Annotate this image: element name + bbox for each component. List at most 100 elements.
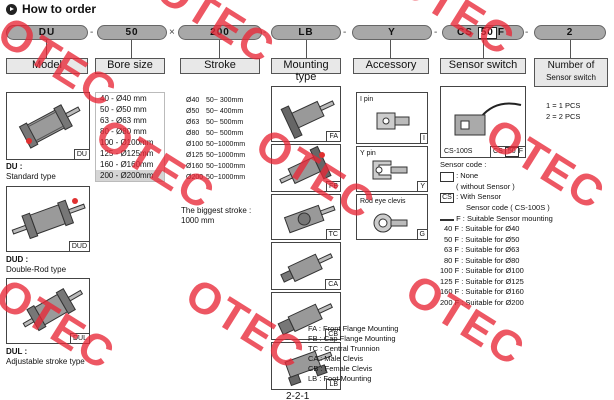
- accessory-label: Rod eye clevis: [360, 198, 406, 205]
- model-desc: Adjustable stroke type: [6, 357, 85, 366]
- legend-item: FA : Front Flange Mounting: [308, 324, 399, 333]
- empty-box-icon: [440, 171, 454, 182]
- sensor-size-item: 80 F : Suitable for Ø80: [444, 255, 520, 265]
- connector-line: [570, 40, 571, 58]
- number-option: 2 = 2 PCS: [546, 111, 581, 121]
- sensor-none-text: : None: [456, 170, 479, 180]
- stroke-list: Ø40 50~ 300mm Ø50 50~ 400mm Ø63 50~ 500mm Ø…: [186, 95, 245, 183]
- title-text: How to order: [22, 2, 96, 16]
- sensor-size-item: 63 F : Suitable for Ø63: [444, 245, 520, 254]
- model-name: DU :: [6, 162, 23, 171]
- model-desc: Standard type: [6, 172, 56, 181]
- stroke-bore: Ø63: [186, 119, 200, 126]
- stroke-range: 50~1000mm: [206, 152, 246, 159]
- code-sensor-suffix: F: [497, 27, 505, 38]
- model-tag: DU: [73, 149, 89, 159]
- mount-image-tc: TC: [271, 194, 341, 240]
- stroke-note-line1: The biggest stroke :: [181, 206, 252, 215]
- header-stroke: Stroke: [180, 58, 260, 74]
- bore-option: 125 - Ø125mm: [100, 149, 154, 158]
- front-flange-icon: [280, 100, 335, 140]
- stroke-bore: Ø50: [186, 108, 200, 115]
- number-options: 1 = 1 PCS 2 = 2 PCS: [546, 101, 580, 122]
- stroke-bore: Ø40: [186, 97, 200, 104]
- play-circle-icon: [6, 3, 17, 15]
- sensor-size-item: 50 F : Suitable for Ø50: [444, 234, 520, 244]
- stroke-range: 50~ 500mm: [206, 130, 244, 137]
- header-number-line1: Number of: [547, 60, 595, 71]
- mount-tag: CB: [325, 329, 340, 339]
- stroke-bore: Ø160: [186, 163, 204, 170]
- male-clevis-icon: [280, 253, 333, 283]
- mount-legend: FA : Front Flange Mounting FB : Cap Flan…: [308, 324, 398, 384]
- sensor-size-item: 125 F : Suitable for Ø125: [440, 276, 524, 286]
- female-clevis-icon: [277, 303, 333, 336]
- legend-item: TC : Central Trunnion: [308, 344, 380, 353]
- stroke-range: 50~ 500mm: [206, 119, 244, 126]
- stroke-row: Ø50 50~ 400mm: [186, 106, 245, 117]
- connector-line: [306, 40, 307, 58]
- empty-box-icon: [440, 218, 454, 221]
- code-separator: -: [343, 27, 347, 38]
- bore-option: 50 - Ø50 mm: [100, 105, 147, 114]
- sensor-tag-suffix: F: [518, 148, 523, 155]
- bore-option: 160 - Ø160mm: [100, 160, 154, 169]
- header-accessory: Accessory: [353, 58, 429, 74]
- mount-tag: LB: [326, 379, 340, 389]
- sensor-f-desc: : Suitable Sensor mounting: [462, 213, 553, 223]
- mount-tag: FB: [326, 181, 340, 191]
- sensor-with-text: : With Sensor: [456, 192, 502, 201]
- connector-line: [219, 40, 220, 58]
- foot-mounting-icon: [284, 350, 333, 387]
- stroke-note: The biggest stroke : 1000 mm: [181, 206, 251, 226]
- model-tag: DUD: [68, 241, 89, 251]
- accessory-tag: Y: [417, 181, 427, 191]
- sensor-code-with: CS : With Sensor: [440, 192, 610, 203]
- accessory-y-pin: Y pin Y: [356, 146, 428, 192]
- sensor-size-item: 160 F : Suitable for Ø160: [440, 287, 524, 296]
- y-pin-icon: [372, 160, 408, 180]
- number-option: 1 = 1 PCS: [546, 101, 581, 110]
- header-sensor: Sensor switch: [440, 58, 526, 74]
- sensor-code-none: : None: [440, 171, 610, 182]
- mount-image-lb: LB: [271, 342, 341, 390]
- code-separator: -: [525, 27, 529, 38]
- sensor-f-suffix: F: [456, 213, 461, 223]
- model-name: DUD :: [6, 255, 29, 264]
- bore-list: 40 - Ø40 mm 50 - Ø50 mm 63 - Ø63 mm 80 -…: [95, 92, 165, 182]
- code-accessory: Y: [352, 25, 432, 40]
- model-caption-du: DU : Standard type: [6, 162, 56, 182]
- page-number: 2-2-1: [286, 391, 310, 400]
- header-number: Number of Sensor switch: [534, 58, 608, 87]
- cylinder-du-icon: [18, 104, 81, 149]
- stroke-range: 50~ 300mm: [206, 97, 244, 104]
- accessory-label: I pin: [360, 96, 374, 103]
- sensor-size-item: 40 F : Suitable for Ø40: [444, 224, 520, 233]
- code-separator: -: [90, 27, 94, 38]
- accessory-tag: G: [416, 229, 427, 239]
- sensor-tag-prefix: CS: [493, 148, 503, 155]
- cylinder-dud-icon: [11, 198, 86, 240]
- mount-image-cb: CB: [271, 292, 341, 340]
- stroke-row: Ø80 50~ 500mm: [186, 128, 245, 139]
- code-number: 2: [534, 25, 606, 40]
- code-sensor-box: 50: [477, 27, 497, 39]
- sensor-cs-box: CS: [440, 193, 454, 203]
- mount-image-ca: CA: [271, 242, 341, 290]
- stroke-range: 50~ 400mm: [206, 108, 244, 115]
- header-mounting: Mounting type: [271, 58, 341, 83]
- accessory-i-pin: I pin I: [356, 92, 428, 144]
- mount-tag: TC: [325, 229, 340, 239]
- stroke-range: 50~1000mm: [206, 163, 246, 170]
- section-title: How to order: [6, 2, 96, 16]
- code-separator: ×: [169, 27, 175, 38]
- legend-item: FB : Cap Flange Mounting: [308, 334, 396, 343]
- header-bore: Bore size: [95, 58, 165, 74]
- sensor-with-sub: Sensor code ( CS-100S ): [466, 203, 550, 212]
- sensor-none-sub: ( without Sensor ): [456, 181, 515, 191]
- stroke-range: 50~1000mm: [206, 174, 246, 181]
- stroke-bore: Ø80: [186, 130, 200, 137]
